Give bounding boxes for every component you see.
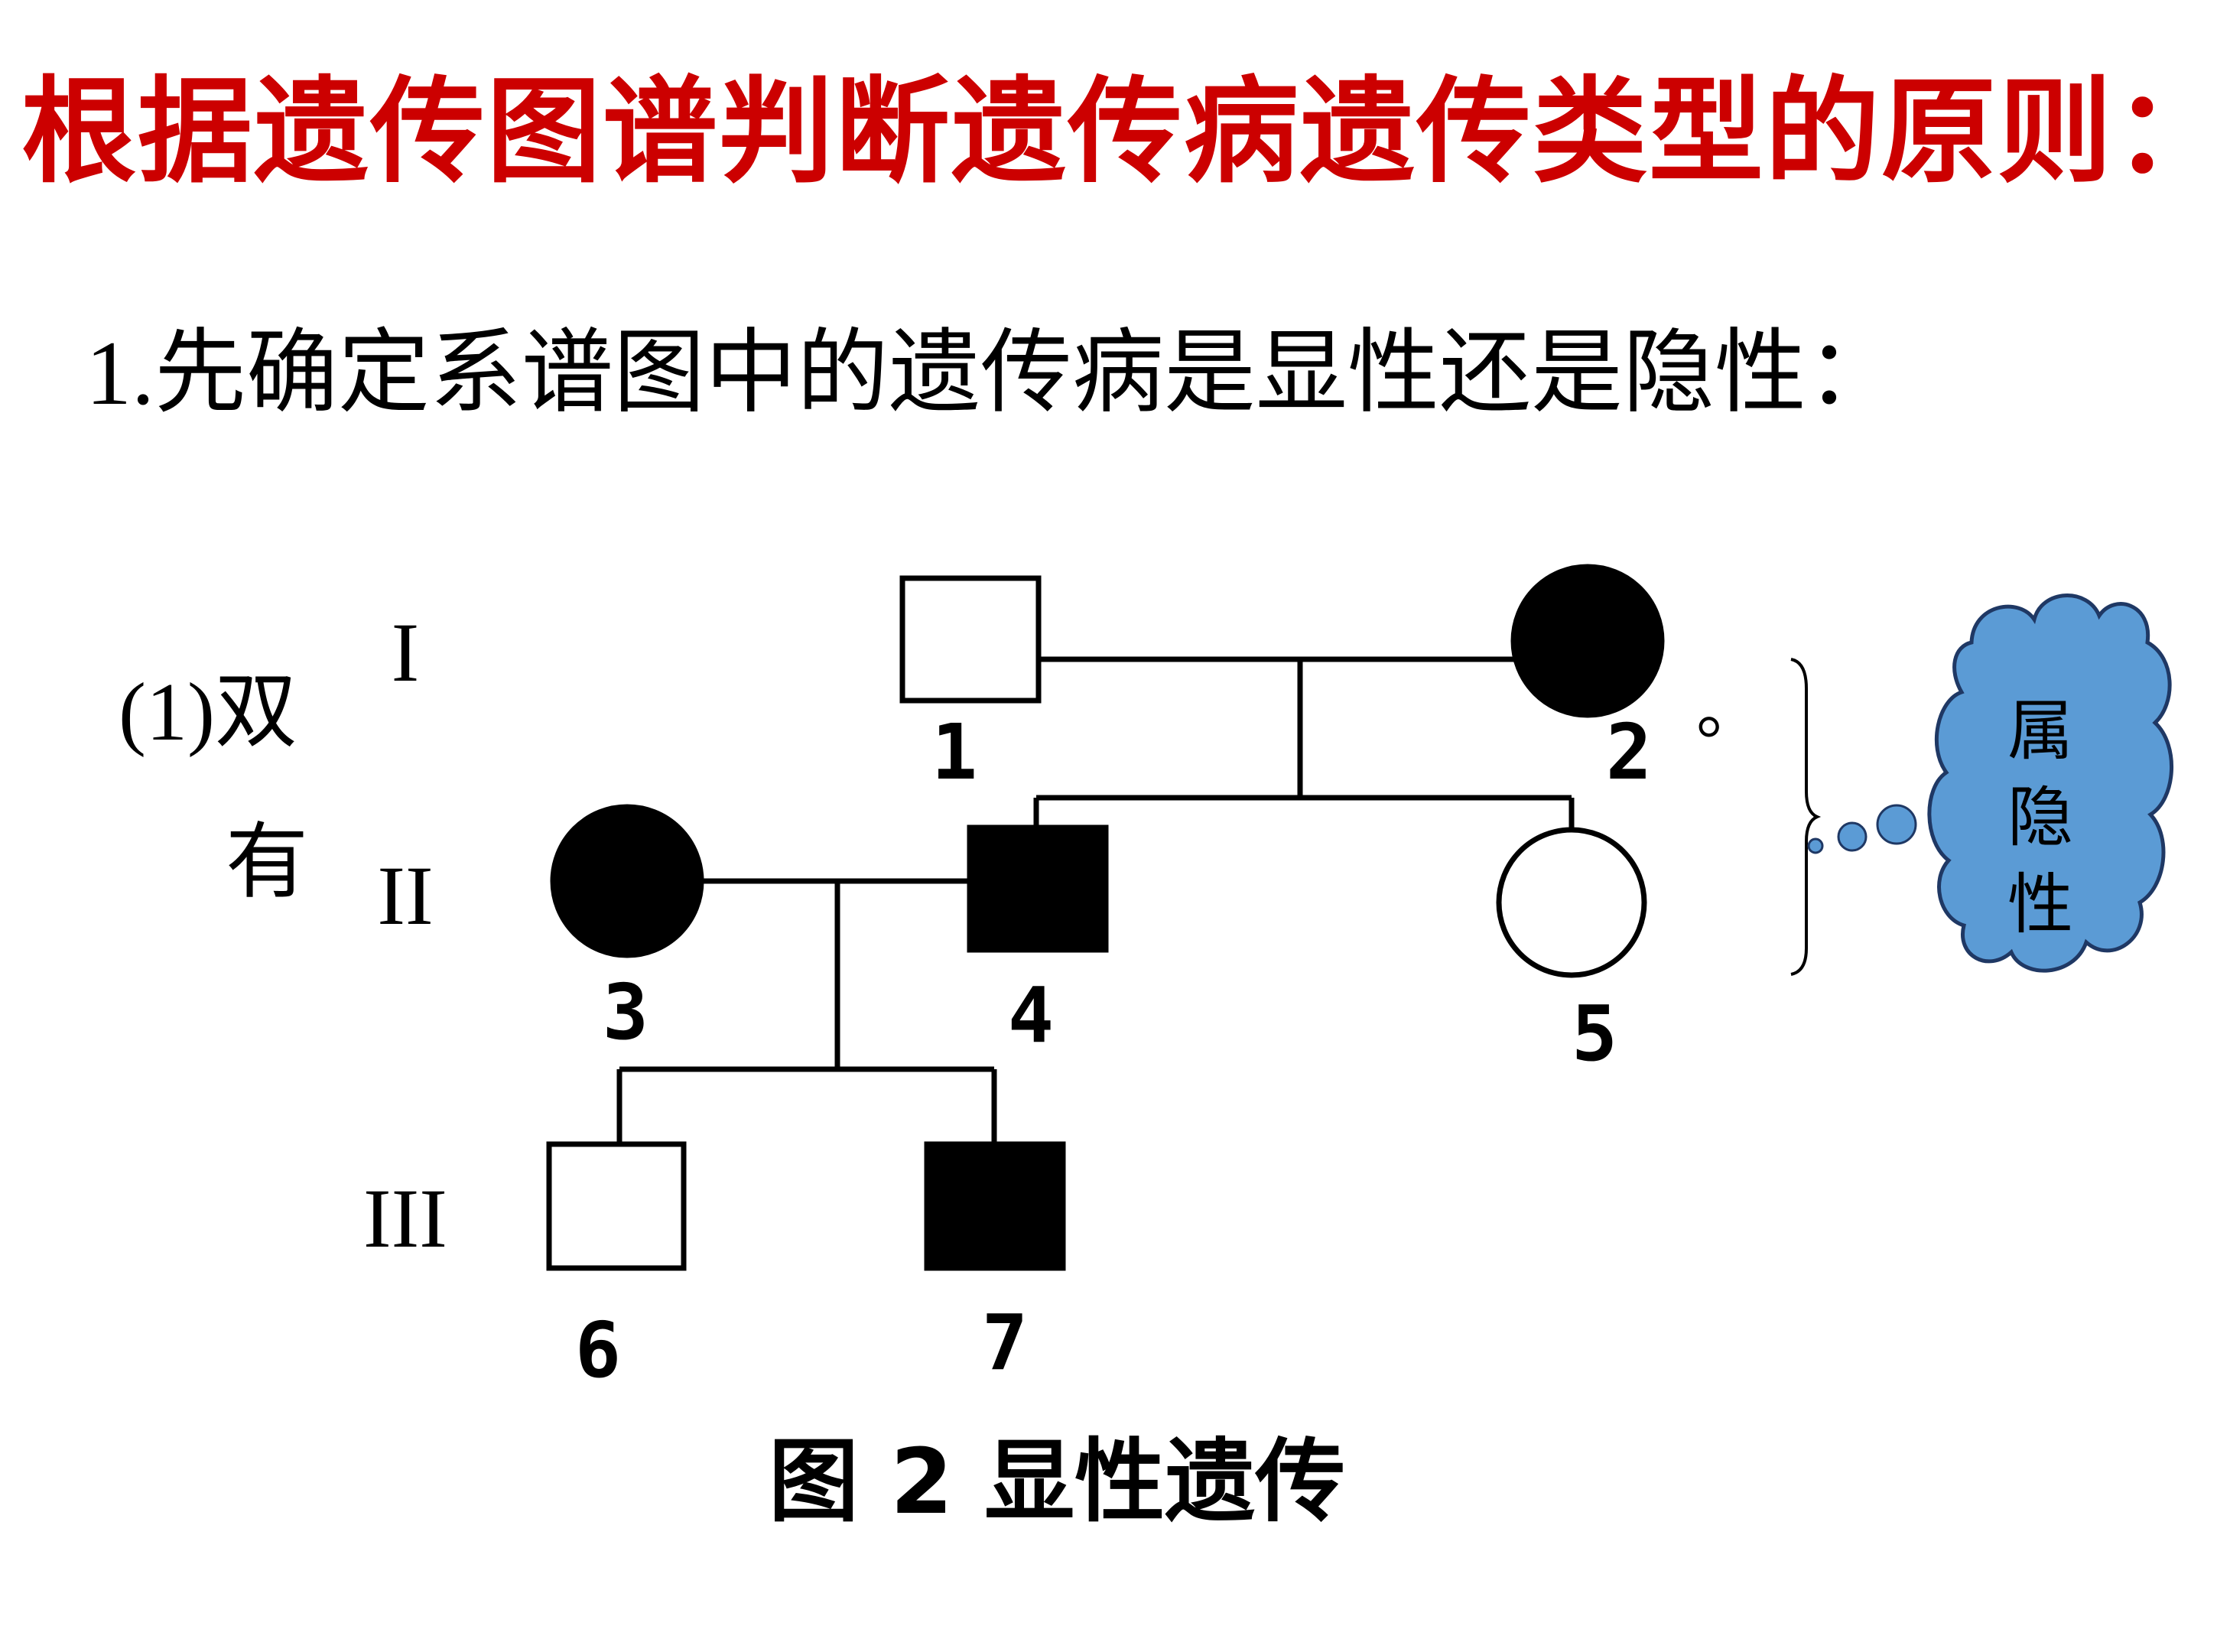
generation-label-1: I <box>392 606 420 699</box>
right-brace-icon <box>1790 658 1822 976</box>
individual-label-3: 3 <box>603 967 649 1057</box>
thought-bubble-small-icon <box>1807 837 1824 854</box>
individual-1-male <box>899 575 1042 704</box>
individual-6-male <box>546 1141 687 1271</box>
individual-3-female <box>550 804 704 958</box>
cloud-callout: 属 隐 性 <box>1927 593 2174 973</box>
callout-char-3: 性 <box>2007 867 2073 943</box>
figure-caption: 图 2 显性遗传 <box>769 1429 1345 1534</box>
thought-bubble-medium-icon <box>1837 821 1868 852</box>
slide-title: 根据遗传图谱判断遗传病遗传类型的原则： <box>21 66 2230 199</box>
individual-5-female <box>1496 827 1647 978</box>
partial-line-1: (1)双 <box>119 667 297 758</box>
callout-char-1: 属 <box>2007 693 2073 769</box>
individual-label-7: 7 <box>982 1298 1028 1387</box>
individual-label-2: 2 <box>1606 707 1652 797</box>
individual-2-female <box>1510 564 1665 718</box>
individual-label-6: 6 <box>575 1306 621 1395</box>
individual-label-4: 4 <box>1008 971 1054 1060</box>
individual-4-male <box>967 824 1109 953</box>
generation-label-2: II <box>377 849 433 942</box>
individual-7-male <box>924 1141 1066 1271</box>
pedigree-lines <box>616 656 1575 1144</box>
slide-subtitle: 1.先确定系谱图中的遗传病是显性还是隐性： <box>86 322 1898 424</box>
individual-label-5: 5 <box>1572 989 1617 1078</box>
individual-label-1: 1 <box>931 707 977 797</box>
thought-bubble-large-icon <box>1876 804 1917 845</box>
circle-mark: 。 <box>1696 672 1762 749</box>
callout-char-2: 隐 <box>2007 779 2073 856</box>
generation-label-3: III <box>363 1172 447 1265</box>
cloud-shape-icon <box>1927 593 2174 973</box>
